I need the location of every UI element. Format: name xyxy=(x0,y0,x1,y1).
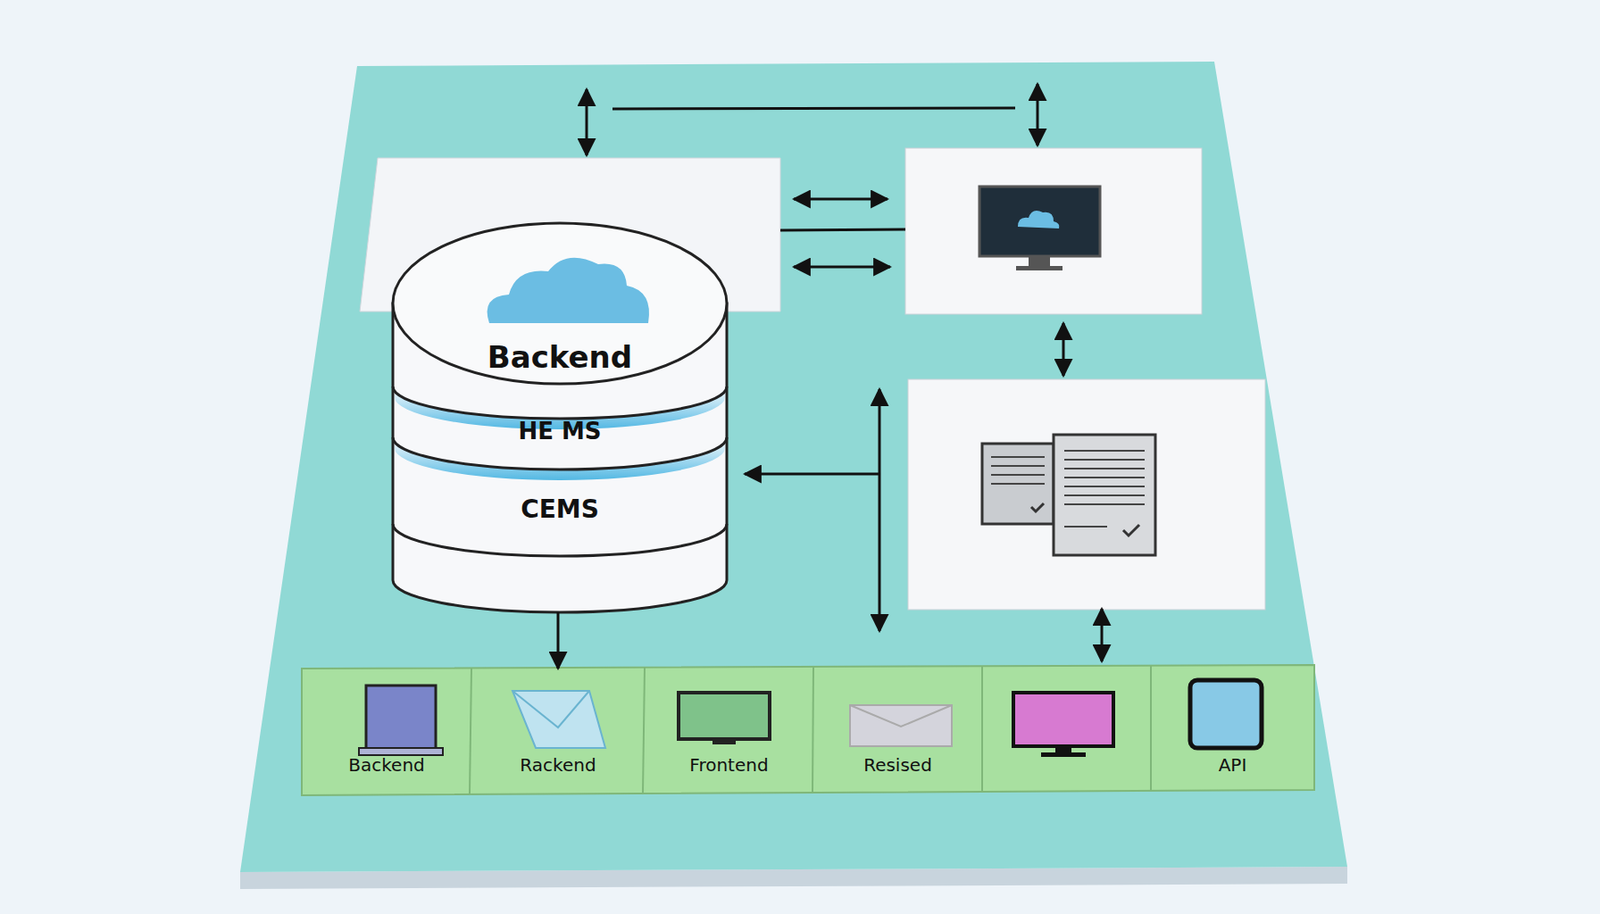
component-label: Frontend xyxy=(644,754,814,776)
component-cell: Resised xyxy=(813,668,983,794)
database-node: Backend HE MS CEMS xyxy=(392,222,727,613)
platform xyxy=(240,61,1348,873)
component-strip xyxy=(301,665,1315,796)
component-cell: Frontend xyxy=(644,668,814,794)
layer-label: CEMS xyxy=(392,494,727,525)
layer-label: HE MS xyxy=(392,416,727,446)
component-cell: API xyxy=(1150,668,1315,794)
component-cell: Rackend xyxy=(471,668,645,794)
component-label: Resised xyxy=(813,754,983,776)
monitor-box xyxy=(905,148,1202,315)
layer-label: Backend xyxy=(392,339,727,375)
database-cylinder xyxy=(392,223,727,613)
document-box xyxy=(908,379,1266,610)
component-label: Rackend xyxy=(471,754,645,776)
document-icon xyxy=(982,434,1156,556)
component-label: API xyxy=(1150,754,1315,776)
flow-arrows xyxy=(586,83,1102,662)
component-cell: Backend xyxy=(301,668,472,794)
monitor-icon xyxy=(979,186,1100,271)
flow-arrow xyxy=(557,612,560,669)
component-label: Backend xyxy=(301,754,472,776)
